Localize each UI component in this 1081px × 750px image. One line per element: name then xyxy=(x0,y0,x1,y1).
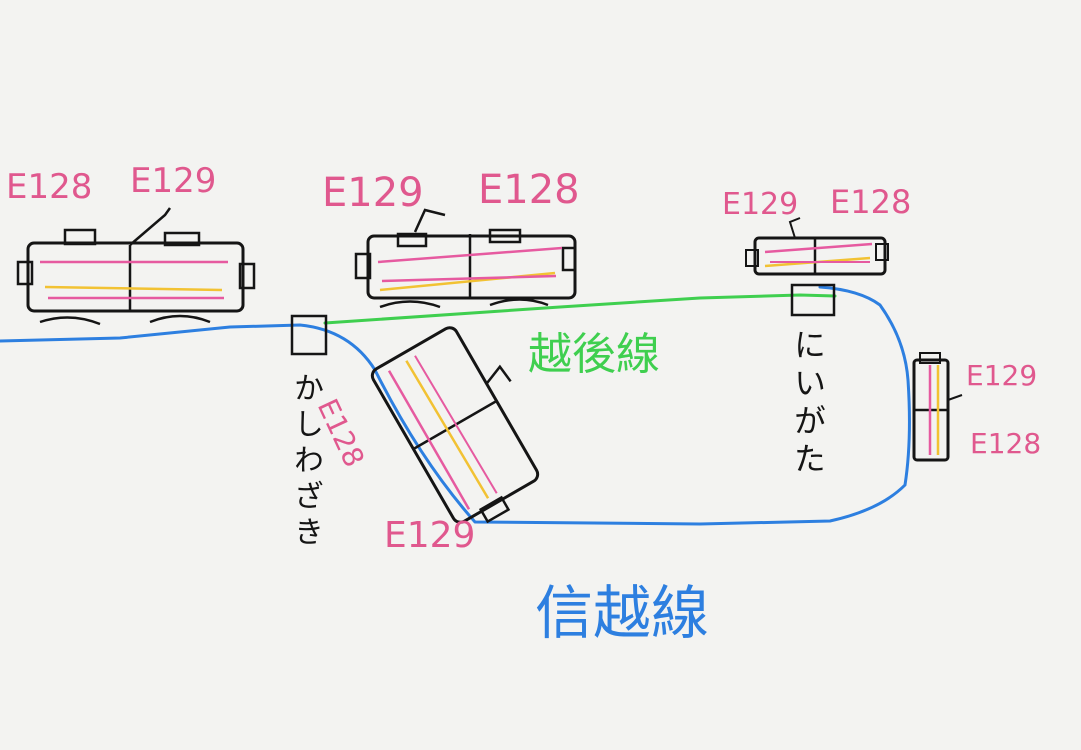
kashiwazaki-station-label: かしわざき xyxy=(288,372,323,552)
train-diagonal xyxy=(370,326,540,524)
niigata-station-label: にいがた xyxy=(789,328,827,480)
train-middle xyxy=(354,208,577,309)
middle-train-label-2: E128 xyxy=(478,167,580,213)
left-train-label-2: E129 xyxy=(130,161,217,201)
right-train-label-2: E128 xyxy=(970,427,1042,460)
train-right-vertical xyxy=(912,352,963,462)
right-train-label-1: E129 xyxy=(966,359,1038,392)
niigata-top-train-label-1: E129 xyxy=(722,187,799,222)
middle-train-label-1: E129 xyxy=(322,170,424,216)
etsugo-line-label: 越後線 xyxy=(528,329,660,380)
niigata-station-marker xyxy=(790,283,836,317)
shinetsu-line-label: 信越線 xyxy=(535,579,710,647)
shinetsu-line-track xyxy=(0,285,911,526)
left-train-label-1: E128 xyxy=(6,167,93,207)
niigata-top-train-label-2: E128 xyxy=(830,183,912,221)
train-left xyxy=(16,207,256,326)
kashiwazaki-station-marker xyxy=(290,314,328,356)
train-niigata-top xyxy=(745,217,889,276)
etsugo-line-track xyxy=(323,293,837,325)
diagonal-train-label-2: E129 xyxy=(384,515,476,556)
